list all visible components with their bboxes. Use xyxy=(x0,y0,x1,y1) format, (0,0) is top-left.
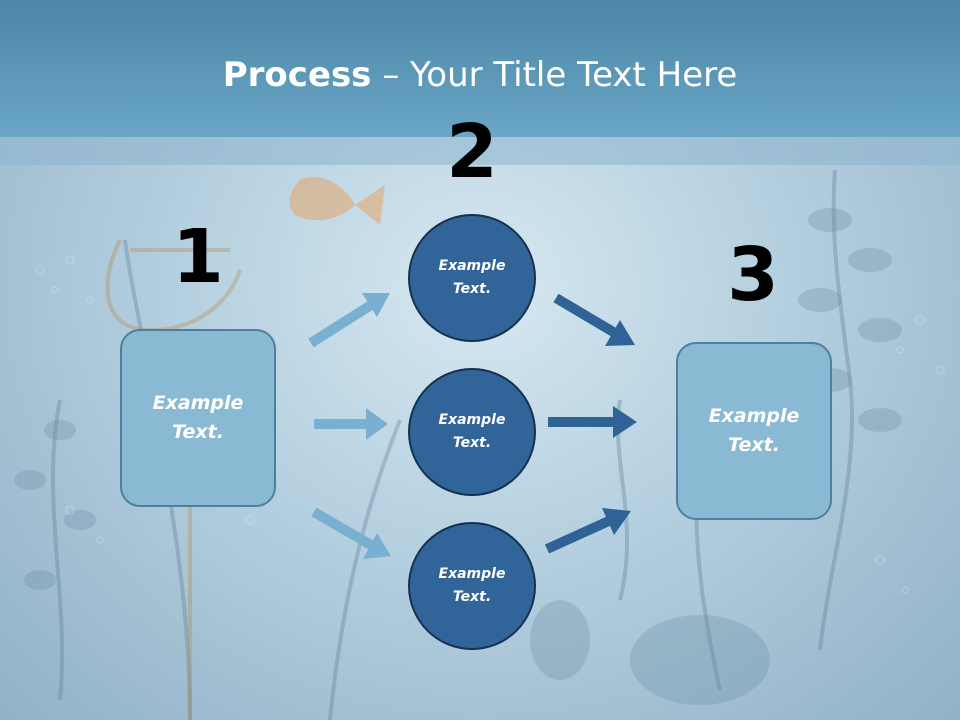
step-3-text: Example Text. xyxy=(708,405,800,456)
circle-bottom-text: Example Text. xyxy=(438,566,506,605)
title-bar xyxy=(0,0,960,137)
arrow-box1-to-circle3 xyxy=(311,507,391,559)
title-bold-word: Process xyxy=(222,55,372,95)
step-2-number: 2 xyxy=(446,109,498,195)
arrow-box1-to-circle1 xyxy=(308,293,390,348)
arrow-circle3-to-box3 xyxy=(544,508,631,554)
step-1-number: 1 xyxy=(172,214,224,300)
title-rest: – Your Title Text Here xyxy=(371,55,738,95)
circle-middle-text: Example Text. xyxy=(438,412,506,451)
step-1-box: Example Text. xyxy=(120,329,276,507)
step-2-circle-top: Example Text. xyxy=(408,214,536,342)
slide-title: Process – Your Title Text Here xyxy=(0,52,960,98)
step-2-circle-middle: Example Text. xyxy=(408,368,536,496)
arrow-circle1-to-box3 xyxy=(553,293,635,346)
step-3-box: Example Text. xyxy=(676,342,832,520)
step-2-circle-bottom: Example Text. xyxy=(408,522,536,650)
arrow-box1-to-circle2 xyxy=(314,408,388,440)
arrow-circle2-to-box3 xyxy=(548,406,637,438)
circle-top-text: Example Text. xyxy=(438,258,506,297)
step-1-text: Example Text. xyxy=(152,392,244,443)
step-3-number: 3 xyxy=(727,232,779,318)
title-strip xyxy=(0,137,960,165)
